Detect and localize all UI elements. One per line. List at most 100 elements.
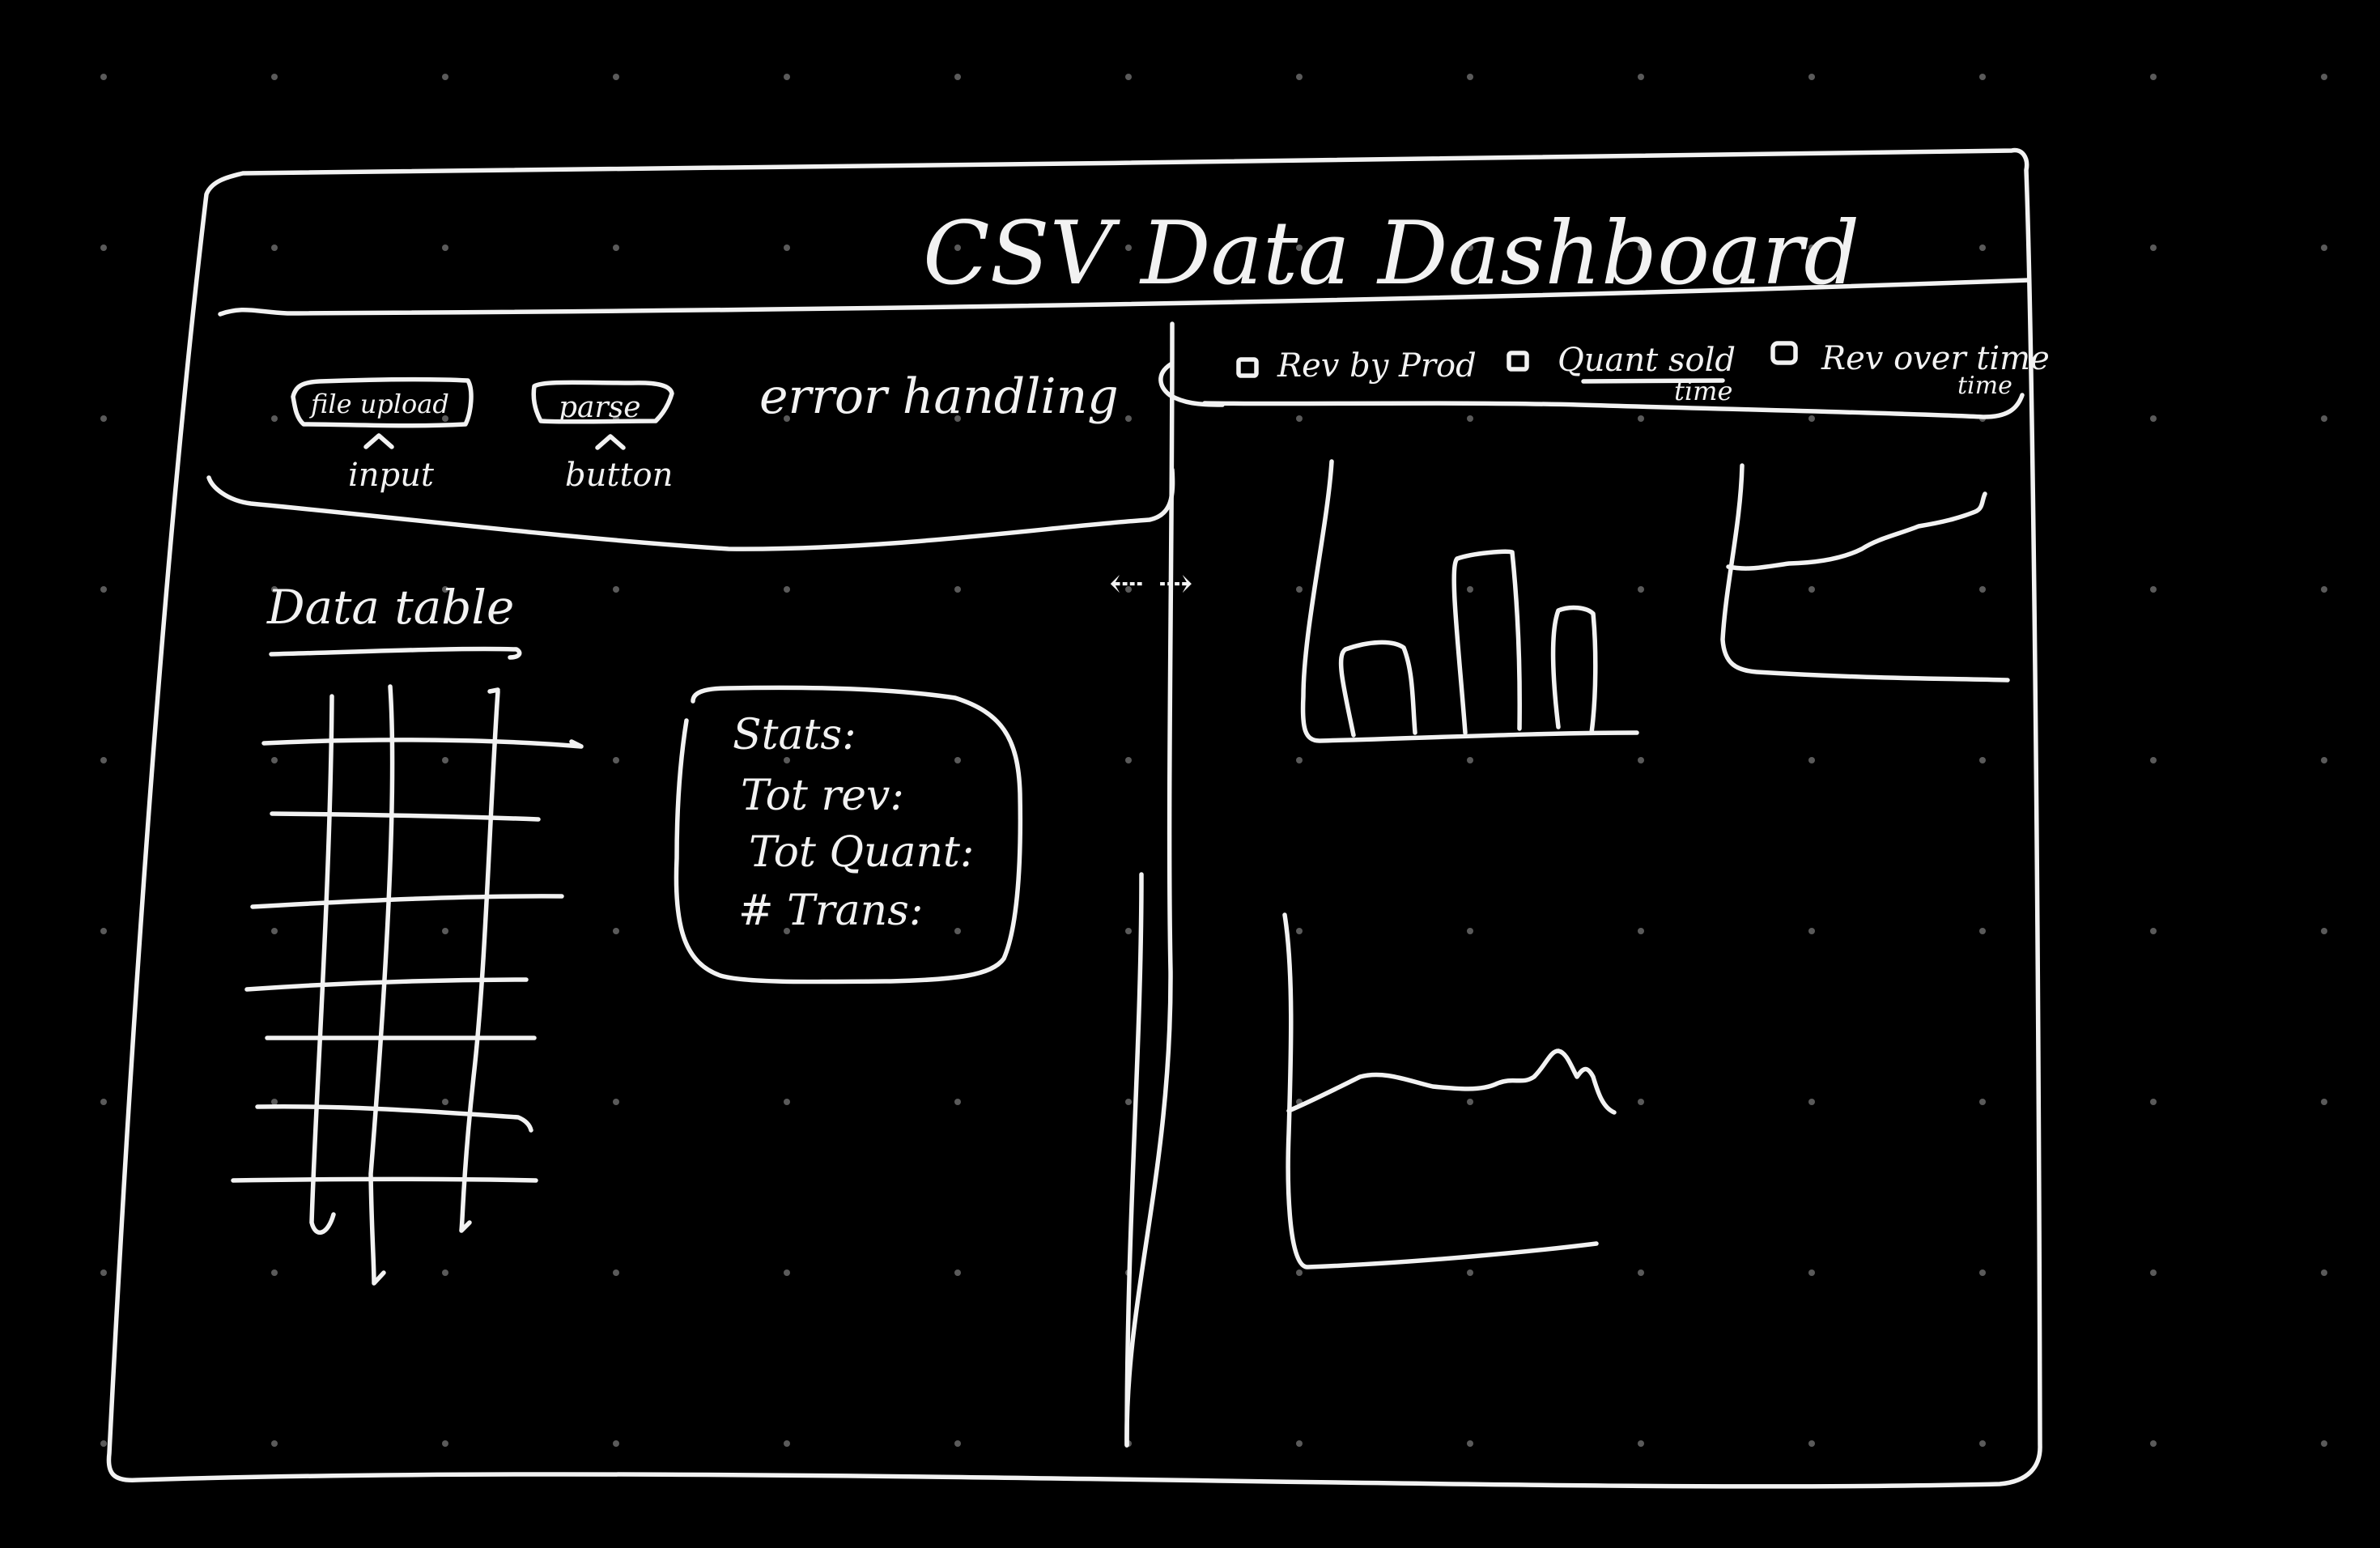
tab-rev-by-prod-checkbox[interactable]	[1236, 357, 1259, 378]
error-handling-label: error handling	[759, 368, 1119, 425]
bar-chart-axes	[1300, 459, 1639, 743]
table-col-line	[459, 689, 500, 1233]
grid-dot	[442, 415, 448, 422]
data-table[interactable]	[231, 684, 584, 1286]
stats-total-revenue: Tot rev:	[741, 772, 904, 820]
tab-quant-sold-checkbox[interactable]	[1507, 351, 1529, 372]
grid-dot	[2150, 757, 2157, 763]
grid-dot	[1467, 586, 1473, 593]
grid-dot	[954, 1269, 961, 1276]
file-upload-caret	[363, 433, 394, 449]
tab-rev-over-time-label[interactable]: Rev over time	[1821, 340, 2050, 377]
grid-dot	[1808, 1440, 1815, 1447]
grid-dot	[1467, 928, 1473, 934]
grid-dot	[1467, 1099, 1473, 1105]
grid-dot	[954, 586, 961, 593]
parse-button[interactable]: parse	[531, 380, 674, 424]
table-col-line	[309, 694, 336, 1235]
grid-dot	[784, 928, 790, 934]
file-upload-input[interactable]: file upload	[291, 376, 474, 428]
dashboard-frame	[106, 147, 2042, 1489]
parse-button-box[interactable]	[531, 380, 674, 424]
grid-dot	[784, 757, 790, 763]
grid-dot	[1296, 1440, 1303, 1447]
grid-dot	[1467, 1440, 1473, 1447]
file-upload-box[interactable]	[291, 376, 474, 428]
table-row-line	[231, 1176, 538, 1183]
grid-dot	[271, 757, 278, 763]
grid-dot	[954, 1099, 961, 1105]
grid-dot	[2321, 757, 2327, 763]
grid-dot	[954, 1440, 961, 1447]
grid-dot	[442, 757, 448, 763]
grid-dot	[1979, 1099, 1986, 1105]
grid-dot	[784, 1269, 790, 1276]
tab-rev-over-time[interactable]: Rev over time time	[1770, 340, 2050, 400]
grid-dot	[2150, 1440, 2157, 1447]
page-title: CSV Data Dashboard	[923, 203, 1859, 304]
grid-dot	[2321, 928, 2327, 934]
parse-button-label[interactable]: parse	[559, 391, 641, 424]
grid-dot	[271, 245, 278, 251]
tab-rev-by-prod-label[interactable]: Rev by Prod	[1277, 347, 1477, 385]
file-upload-label[interactable]: file upload	[309, 389, 449, 419]
grid-dot	[784, 415, 790, 422]
grid-dot	[784, 245, 790, 251]
grid-dot	[1125, 757, 1132, 763]
grid-dot	[613, 1269, 619, 1276]
grid-dot	[271, 1099, 278, 1105]
grid-dot	[100, 1440, 107, 1447]
grid-dot	[1296, 586, 1303, 593]
tab-quant-sold-label[interactable]: Quant sold	[1558, 342, 1736, 379]
grid-dot	[954, 928, 961, 934]
grid-dot	[2150, 245, 2157, 251]
grid-dot	[1296, 928, 1303, 934]
grid-dot	[1638, 1269, 1644, 1276]
bar-chart-bar	[1451, 549, 1522, 735]
grid-dot	[1638, 1099, 1644, 1105]
grid-dot	[1638, 1440, 1644, 1447]
grid-dot	[1638, 415, 1644, 422]
grid-dot	[2150, 1099, 2157, 1105]
grid-dot	[2150, 415, 2157, 422]
panel-divider	[1124, 321, 1175, 1448]
grid-dot	[1979, 74, 1986, 80]
grid-dot	[1979, 586, 1986, 593]
stats-box	[674, 685, 1023, 985]
grid-dot	[100, 757, 107, 763]
grid-dot	[1638, 586, 1644, 593]
resize-handle[interactable]: ⇠ ⇢	[1109, 559, 1193, 608]
grid-dot	[613, 757, 619, 763]
grid-dot	[1979, 1269, 1986, 1276]
grid-dot	[100, 1269, 107, 1276]
grid-dot	[2150, 1269, 2157, 1276]
bar-chart-bar	[1338, 640, 1417, 738]
header-divider	[218, 278, 2031, 317]
grid-dot	[1808, 928, 1815, 934]
grid-dot	[1296, 415, 1303, 422]
toolbar-container	[206, 467, 1175, 551]
data-table-title-underline	[269, 646, 522, 660]
grid-dot	[613, 74, 619, 80]
grid-dot	[1979, 245, 1986, 251]
grid-dot	[1467, 1269, 1473, 1276]
grid-dot	[100, 586, 107, 593]
table-row-line	[244, 977, 529, 992]
table-row-line	[250, 894, 564, 909]
grid-dot	[2321, 1269, 2327, 1276]
tab-quant-sold[interactable]: Quant sold time	[1507, 342, 1736, 406]
grid-dot	[2321, 1440, 2327, 1447]
tab-rev-by-prod[interactable]: Rev by Prod	[1236, 347, 1477, 385]
grid-dot	[1808, 74, 1815, 80]
grid-dot	[1638, 757, 1644, 763]
tab-rev-over-time-checkbox[interactable]	[1770, 341, 1798, 365]
table-row-line	[255, 1104, 533, 1133]
grid-dot	[954, 245, 961, 251]
grid-dot	[2150, 586, 2157, 593]
grid-dot	[613, 245, 619, 251]
grid-dot	[1125, 928, 1132, 934]
grid-dot	[442, 1440, 448, 1447]
table-col-line	[487, 687, 500, 694]
grid-dot	[2321, 1099, 2327, 1105]
table-col-line	[368, 684, 395, 1286]
